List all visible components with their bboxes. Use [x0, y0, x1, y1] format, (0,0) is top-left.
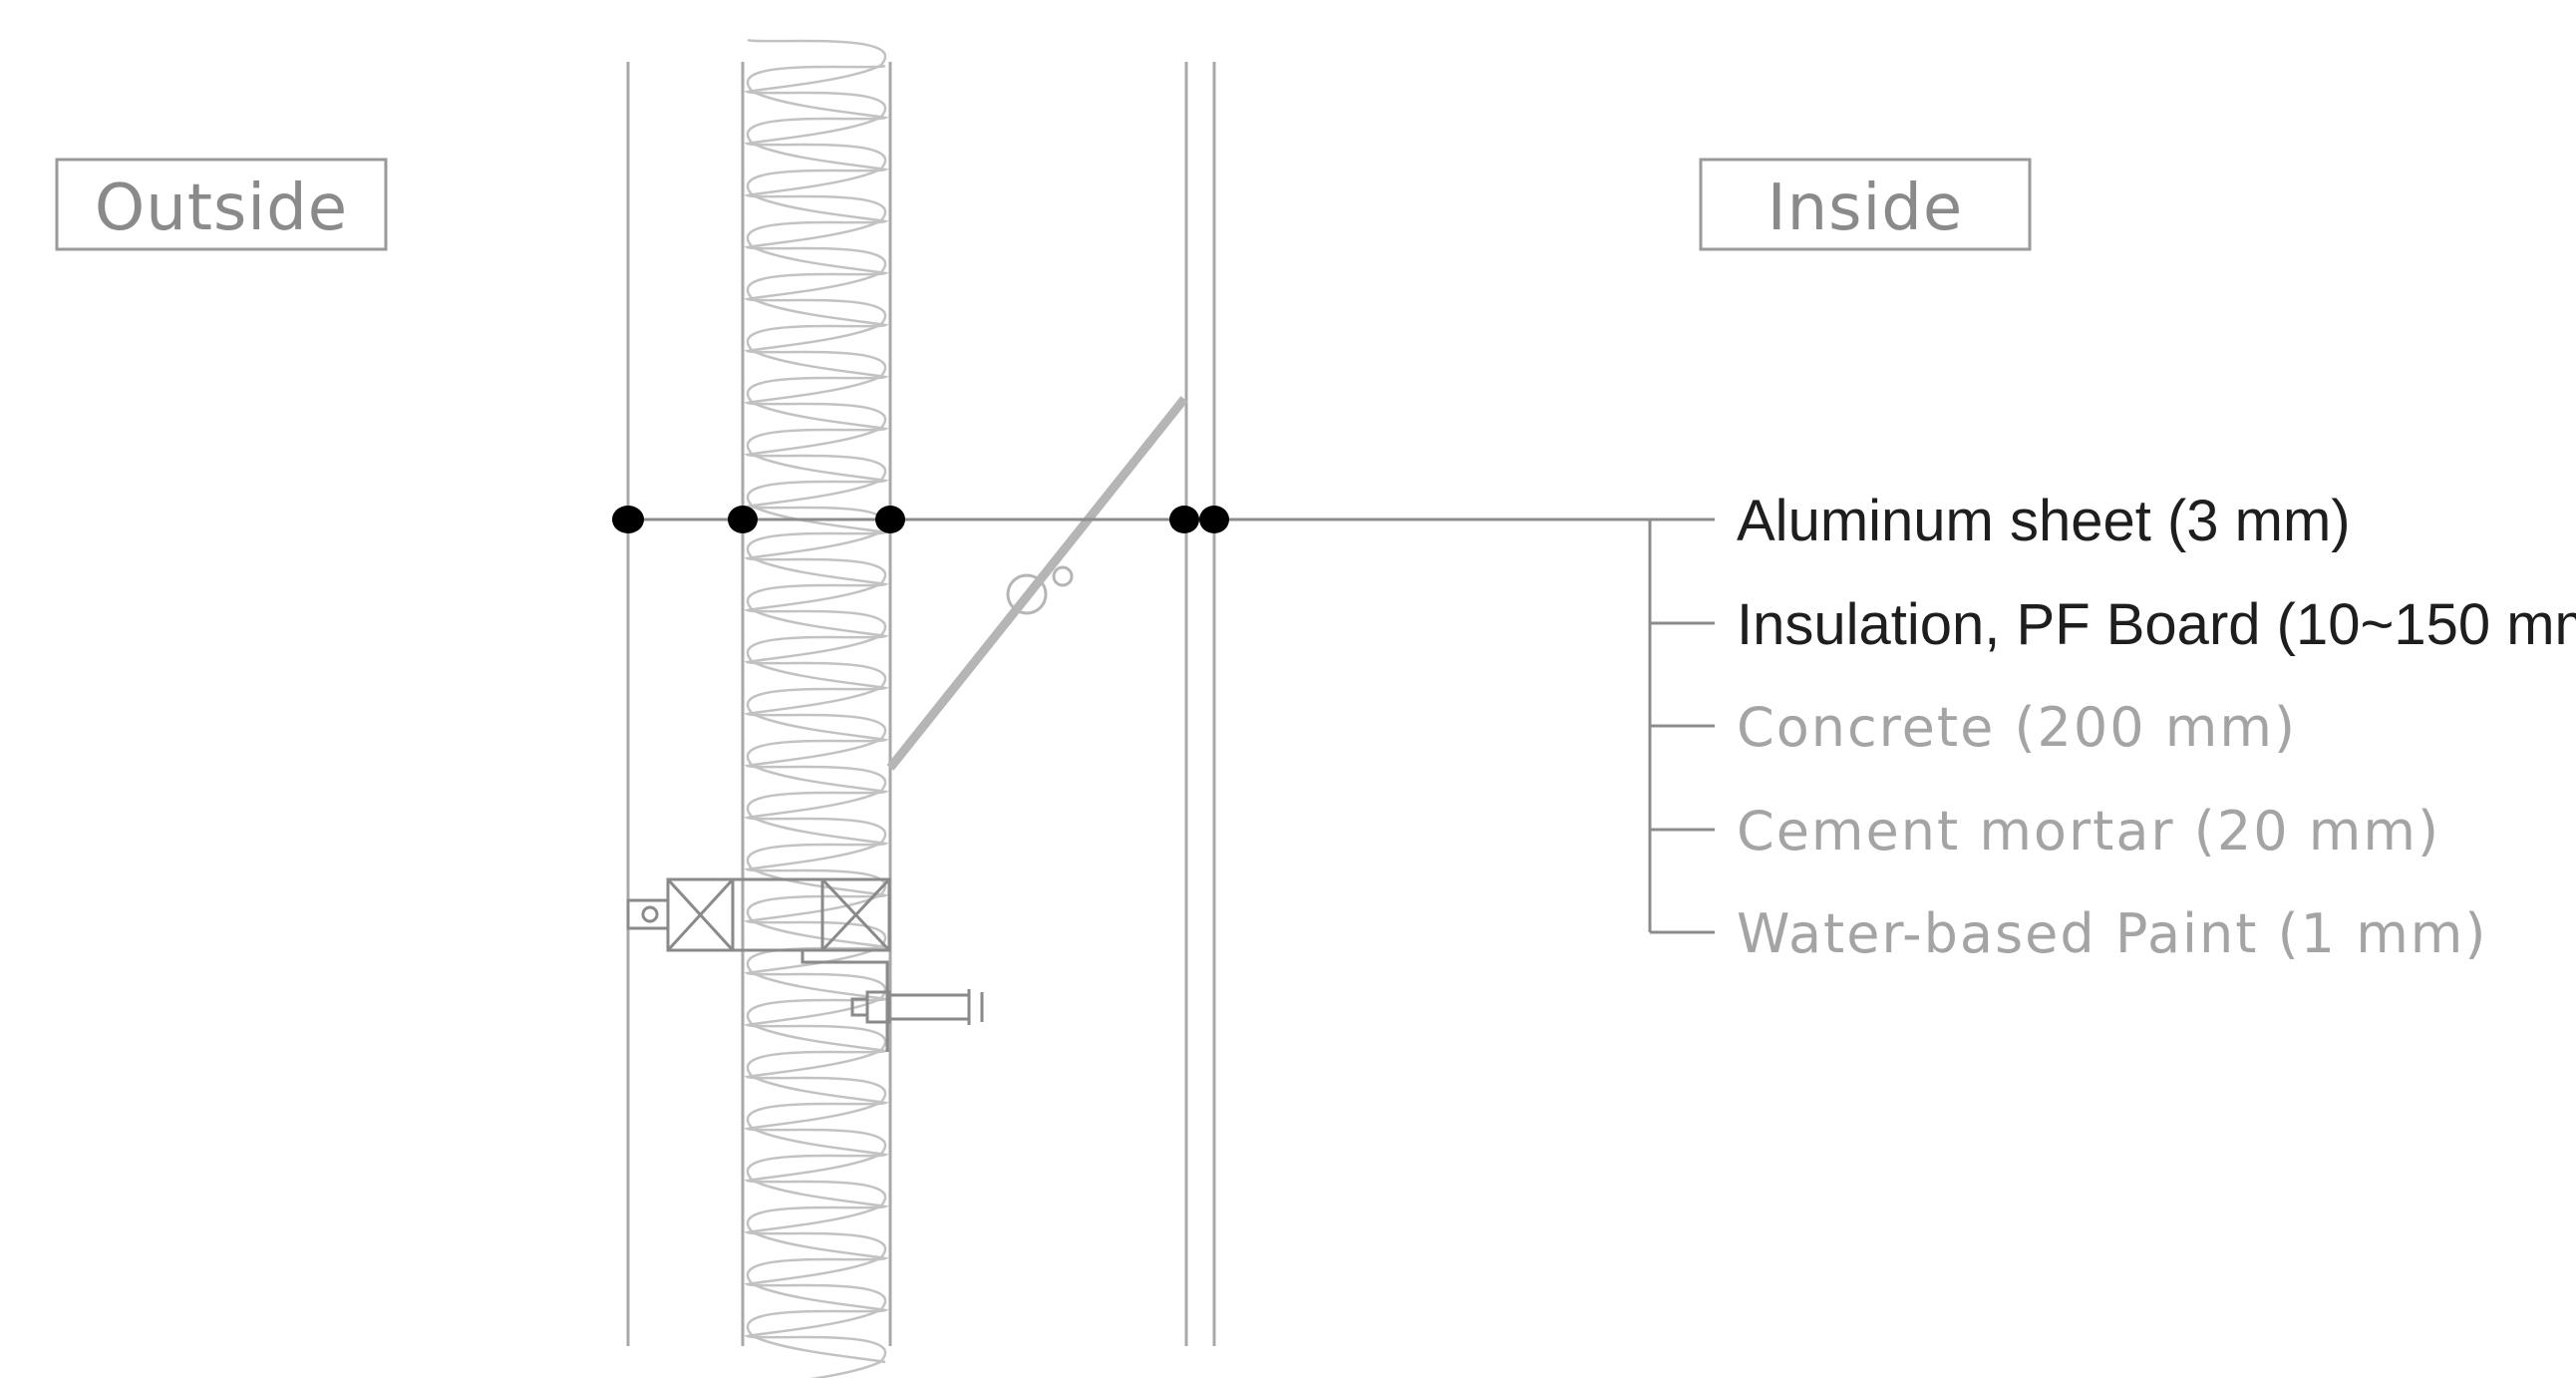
dot-mortar	[1199, 506, 1229, 533]
layer-label-insulation: Insulation, PF Board (10~150 mm)	[1737, 592, 2576, 657]
inside-label-box: Inside	[1699, 158, 2032, 251]
wall-lines	[626, 62, 1216, 1346]
layer-dots	[612, 506, 1229, 533]
anchor-bolt	[850, 989, 984, 1025]
rod-ring-large	[1006, 573, 1048, 615]
layer-label-paint: Water-based Paint (1 mm)	[1737, 902, 2487, 965]
dot-aluminum	[612, 506, 644, 533]
layer-label-concrete: Concrete (200 mm)	[1737, 696, 2297, 759]
fixing-bracket	[626, 877, 891, 1052]
outside-label: Outside	[95, 172, 348, 245]
inside-label: Inside	[1768, 172, 1964, 245]
dot-concrete	[1169, 506, 1199, 533]
layer-labels: Aluminum sheet (3 mm) Insulation, PF Boa…	[1737, 489, 2576, 965]
insulation-batt-pattern	[744, 38, 889, 1378]
anchor-rod	[886, 396, 1188, 771]
layer-label-aluminum: Aluminum sheet (3 mm)	[1737, 489, 2351, 553]
angle-bracket	[801, 950, 889, 1052]
layer-label-cement-mortar: Cement mortar (20 mm)	[1737, 800, 2440, 862]
insulation-batt-curve-2	[747, 64, 889, 1364]
dot-insulation-outer	[728, 506, 758, 533]
bracket-clip	[626, 898, 670, 930]
dot-insulation-inner	[875, 506, 905, 533]
rod-ring-small	[1052, 565, 1074, 587]
outside-label-box: Outside	[55, 158, 388, 251]
insulation-batt-curve	[744, 38, 886, 1378]
